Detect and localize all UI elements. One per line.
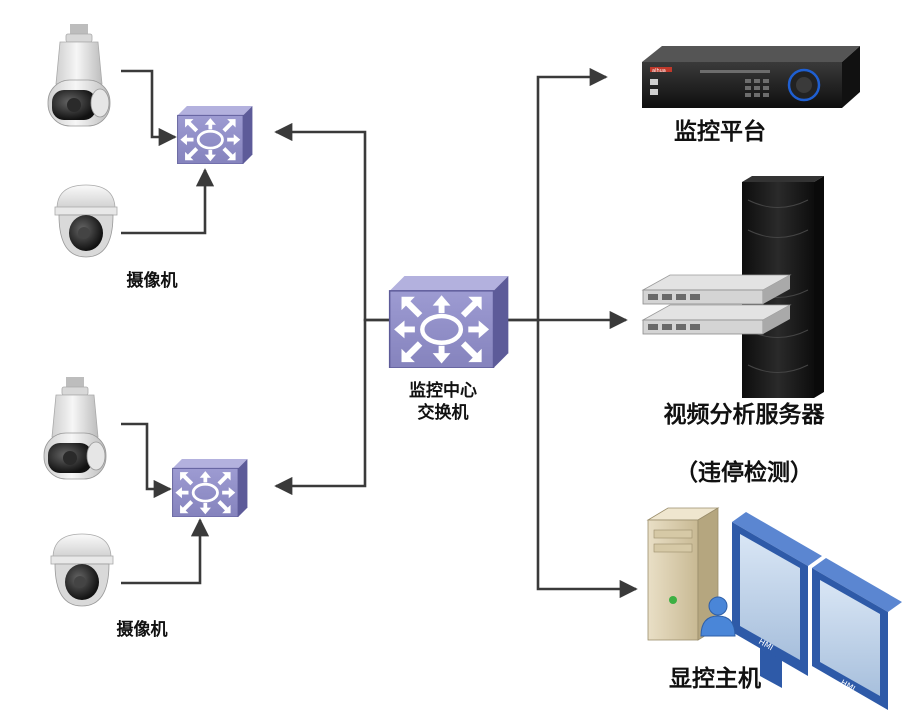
- platform-label: 监控平台: [674, 119, 766, 145]
- monitor-icon: HMI: [812, 558, 902, 710]
- link-cam1-switch1: [121, 69, 177, 147]
- camera-group-label: 摄像机: [126, 271, 178, 291]
- dome-camera-icon: [50, 533, 114, 607]
- camera-group-label: 摄像机: [116, 620, 168, 640]
- monitor-icon: HMI: [732, 512, 822, 688]
- link-core-switch1: [274, 122, 390, 322]
- link-core-host: [536, 320, 638, 599]
- ptz-camera-icon: [43, 377, 107, 480]
- connection-lines: [121, 67, 638, 599]
- workstation-icon: HMI HMI: [646, 507, 902, 710]
- analysis-note-label: （违停检测）: [675, 460, 813, 486]
- ptz-camera-icon: [47, 24, 111, 127]
- display-host-label: 显控主机: [669, 666, 761, 692]
- access-switch-icon: [176, 106, 254, 164]
- user-icon: [700, 596, 736, 637]
- blade-server-icon: [641, 304, 792, 335]
- blade-server-icon: [641, 274, 792, 305]
- link-cam4-switch2: [121, 518, 210, 585]
- link-core-platform: [503, 67, 608, 322]
- analysis-server-label: 视频分析服务器: [663, 402, 825, 428]
- link-core-switch2: [274, 318, 390, 496]
- nvr-brand-label: alhua: [652, 68, 666, 74]
- core-switch-label-line1: 监控中心: [409, 381, 477, 401]
- dome-camera-icon: [54, 184, 118, 258]
- nvr-icon: alhua: [642, 46, 860, 108]
- access-switch-icon: [171, 459, 249, 517]
- link-cam2-switch1: [121, 168, 215, 235]
- core-switch-icon: [390, 276, 509, 368]
- core-switch-label-line2: 交换机: [417, 403, 469, 423]
- link-cam3-switch2: [121, 422, 172, 499]
